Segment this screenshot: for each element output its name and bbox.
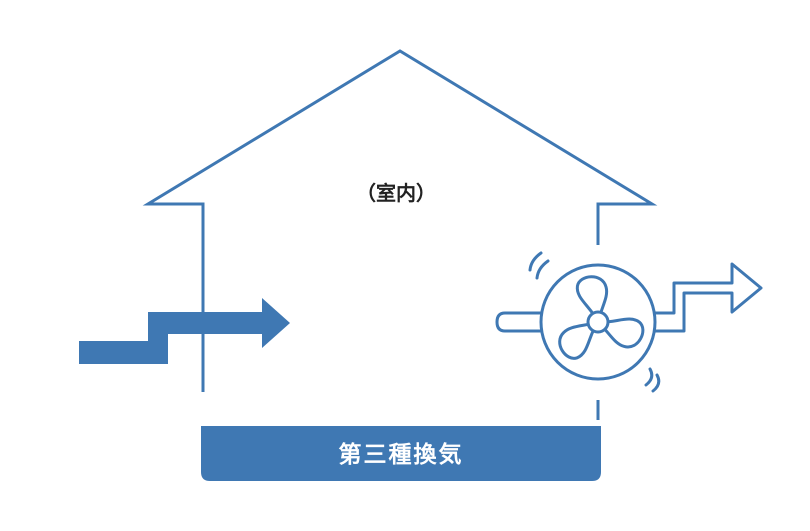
fan-hub: [586, 310, 610, 334]
exhaust-fan-icon: [495, 251, 661, 393]
fan-motion-mark: [644, 367, 654, 387]
stepped-arrow-out-icon: [655, 262, 763, 333]
fan-motion-mark: [535, 259, 550, 280]
ventilation-banner: 第三種換気: [201, 426, 601, 481]
stepped-arrow-in-icon: [79, 298, 290, 364]
ventilation-type-label: 第三種換気: [339, 441, 464, 468]
fan-housing: [539, 263, 657, 381]
fan-motion-mark: [528, 251, 543, 272]
room-label: （室内）: [356, 181, 436, 205]
fan-intake-duct: [495, 311, 542, 333]
house-roof-and-walls: [142, 49, 658, 392]
banner-background: [201, 426, 601, 481]
house-outline: [142, 49, 658, 420]
fan-blades: [558, 275, 645, 360]
fan-motion-mark: [651, 373, 661, 393]
